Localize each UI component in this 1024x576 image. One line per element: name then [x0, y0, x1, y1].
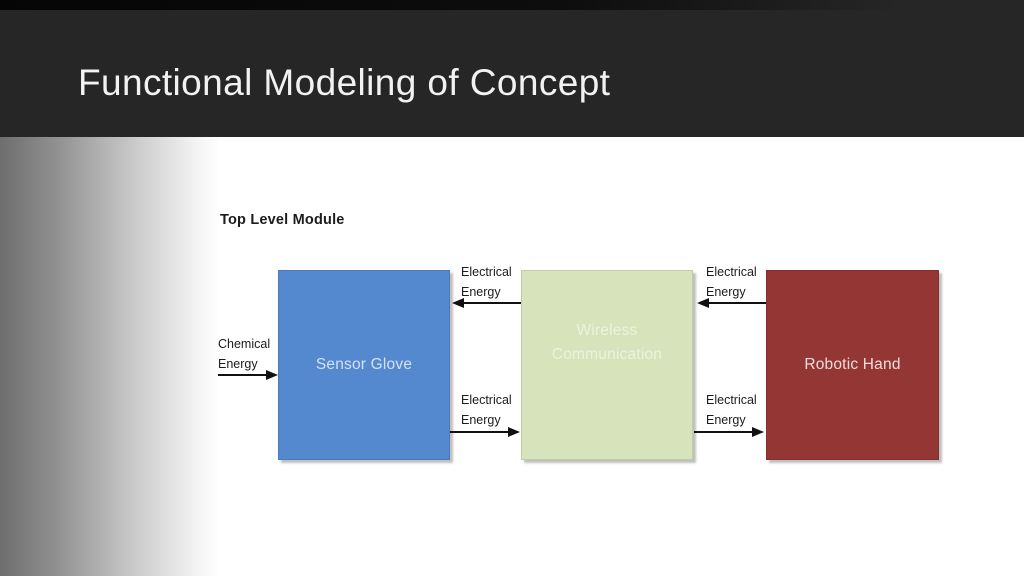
flow-label-line: Electrical — [706, 265, 757, 279]
arrow-right-icon — [752, 427, 764, 437]
flow-arrow-line — [450, 431, 508, 433]
block-sensor-glove: Sensor Glove — [278, 270, 450, 460]
flow-label-line: Electrical — [461, 265, 512, 279]
block-label-line-2: Communication — [551, 346, 663, 363]
flow-label-line: Energy — [461, 285, 501, 299]
block-robotic-hand: Robotic Hand — [766, 270, 939, 460]
flow-label-line: Electrical — [706, 393, 757, 407]
flow-label-electrical-energy: Electrical Energy — [461, 390, 512, 430]
flow-label-electrical-energy: Electrical Energy — [706, 390, 757, 430]
flow-label-line: Energy — [218, 357, 258, 371]
diagram-heading: Top Level Module — [220, 212, 345, 228]
arrow-right-icon — [508, 427, 520, 437]
flow-label-chemical-energy: Chemical Energy — [218, 334, 270, 374]
arrow-left-icon — [452, 298, 464, 308]
block-label: Sensor Glove — [315, 356, 413, 373]
block-label: Wireless Communication — [552, 319, 662, 367]
block-label: Robotic Hand — [804, 356, 901, 373]
block-wireless-communication: Wireless Communication — [521, 270, 693, 460]
flow-label-line: Chemical — [218, 337, 271, 351]
top-dark-strip — [0, 0, 1024, 10]
flow-label-line: Energy — [461, 413, 501, 427]
slide-title: Functional Modeling of Concept — [78, 62, 611, 103]
flow-arrow-line — [709, 302, 766, 304]
flow-label-line: Energy — [706, 285, 746, 299]
arrow-left-icon — [697, 298, 709, 308]
flow-arrow-line — [464, 302, 521, 304]
flow-label-line: Energy — [706, 413, 746, 427]
block-label-line-1: Wireless — [576, 322, 638, 339]
flow-label-electrical-energy: Electrical Energy — [706, 262, 757, 302]
flow-label-electrical-energy: Electrical Energy — [461, 262, 512, 302]
arrow-right-icon — [266, 370, 278, 380]
flow-arrow-line — [218, 374, 266, 376]
slide-header: Functional Modeling of Concept — [0, 10, 1024, 137]
flow-label-line: Electrical — [461, 393, 512, 407]
flow-arrow-line — [694, 431, 752, 433]
